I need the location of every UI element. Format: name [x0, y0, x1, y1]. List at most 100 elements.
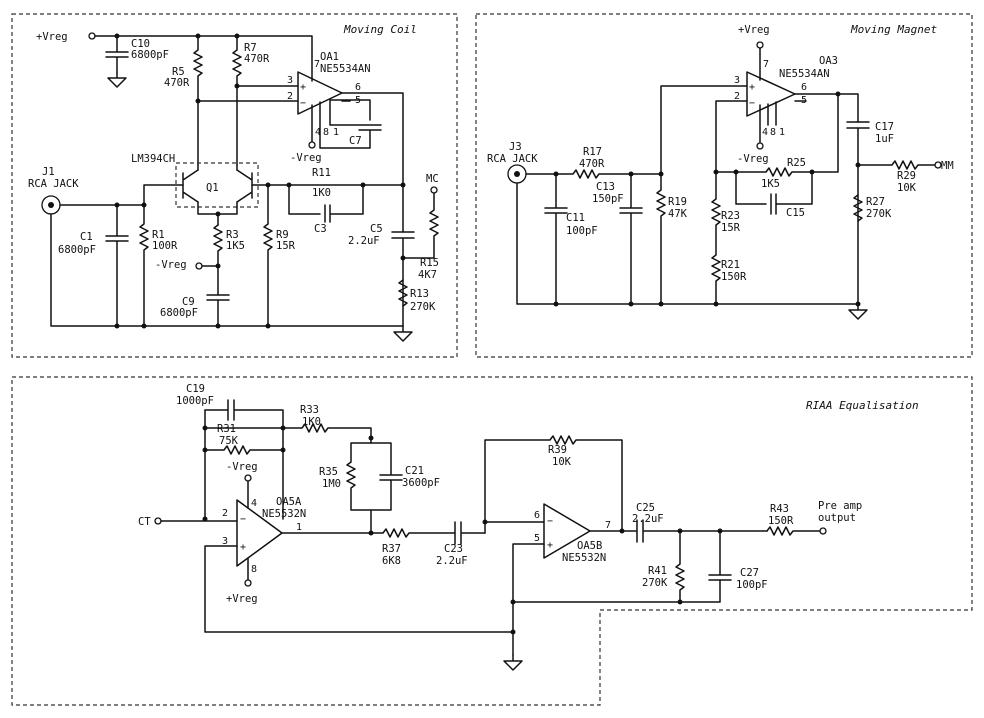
oa5a-type: NE5532N: [262, 508, 306, 520]
j1-type: RCA JACK: [28, 178, 79, 190]
r31-value: 75K: [219, 435, 239, 447]
oa5b-pin7: 7: [605, 520, 611, 531]
c25-label: C25: [636, 502, 655, 514]
oa3-type: NE5534AN: [779, 68, 830, 80]
c19-label: C19: [186, 383, 205, 395]
svg-text:−: −: [300, 98, 306, 109]
r27-label: R27: [866, 196, 885, 208]
r3-value: 1K5: [226, 240, 245, 252]
oa5b-pin5: 5: [534, 533, 540, 544]
r25-label: R25: [787, 157, 806, 169]
oa1-pin7: 7: [314, 59, 320, 70]
r1-value: 100R: [152, 240, 178, 252]
r29-label: R29: [897, 170, 916, 182]
oa3-label: OA3: [819, 55, 838, 67]
vreg-pos-label-mc: +Vreg: [36, 31, 68, 43]
oa1-type: NE5534AN: [320, 63, 371, 75]
riaa-title: RIAA Equalisation: [806, 399, 919, 412]
oa3-pin4: 4: [762, 127, 768, 138]
c25-value: 2.2uF: [632, 513, 664, 525]
oa5b-type: NE5532N: [562, 552, 606, 564]
r39-label: R39: [548, 444, 567, 456]
c23-label: C23: [444, 543, 463, 555]
oa1-pin1: 1: [333, 127, 339, 138]
moving-magnet-frame: [475, 13, 973, 358]
preamp-label-1: Pre amp: [818, 500, 862, 512]
r13-label: R13: [410, 288, 429, 300]
c21-label: C21: [405, 465, 424, 477]
riaa-frame: [11, 376, 973, 706]
r43-value: 150R: [768, 515, 794, 527]
r37-value: 6K8: [382, 555, 401, 567]
oa5b-label: OA5B: [577, 540, 602, 552]
c1-value: 6800pF: [58, 244, 96, 256]
oa3-pin6: 6: [801, 82, 807, 93]
c27-value: 100pF: [736, 579, 768, 591]
moving-magnet-title: Moving Magnet: [850, 23, 937, 36]
c19-value: 1000pF: [176, 395, 214, 407]
r19-label: R19: [668, 196, 687, 208]
svg-text:+: +: [300, 82, 306, 93]
r3-label: R3: [226, 229, 239, 241]
r15-value: 4K7: [418, 269, 437, 281]
ct-label: CT: [138, 516, 151, 528]
oa1-pin2: 2: [287, 91, 293, 102]
svg-text:+: +: [547, 540, 553, 551]
r41-label: R41: [648, 565, 667, 577]
r9-label: R9: [276, 229, 289, 241]
r17-value: 470R: [579, 158, 605, 170]
c9-value: 6800pF: [160, 307, 198, 319]
oa3-pin8: 8: [770, 127, 776, 138]
r9-value: 15R: [276, 240, 296, 252]
moving-coil-frame: [11, 13, 458, 358]
vreg-pos-oa5a: +Vreg: [226, 593, 258, 605]
oa1-label: OA1: [320, 51, 339, 63]
j3-label: J3: [509, 141, 522, 153]
r15-label: R15: [420, 257, 439, 269]
c13-label: C13: [596, 181, 615, 193]
oa5b-pin6: 6: [534, 510, 540, 521]
oa1-pin6: 6: [355, 82, 361, 93]
c10-value: 6800pF: [131, 49, 169, 61]
r23-value: 15R: [721, 222, 741, 234]
c15-label: C15: [786, 207, 805, 219]
c11-value: 100pF: [566, 225, 598, 237]
vreg-neg-oa3: -Vreg: [737, 153, 769, 165]
r17-label: R17: [583, 146, 602, 158]
r31-label: R31: [217, 423, 236, 435]
r37-label: R37: [382, 543, 401, 555]
c3-label: C3: [314, 223, 327, 235]
oa5a-pin8: 8: [251, 564, 257, 575]
vreg-neg-r3: -Vreg: [155, 259, 187, 271]
oa3-pin2: 2: [734, 91, 740, 102]
r25-value: 1K5: [761, 178, 780, 190]
c13-value: 150pF: [592, 193, 624, 205]
r35-label: R35: [319, 466, 338, 478]
r13-value: 270K: [410, 301, 436, 313]
oa3-pin1: 1: [779, 127, 785, 138]
oa5a-pin3: 3: [222, 536, 228, 547]
svg-text:−: −: [240, 514, 246, 525]
j1-label: J1: [42, 166, 55, 178]
oa5a-pin4: 4: [251, 498, 257, 509]
oa1-pin4: 4: [315, 127, 321, 138]
oa1-pin8: 8: [323, 127, 329, 138]
r7-label: R7: [244, 42, 257, 54]
r7-value: 470R: [244, 53, 270, 65]
r5-label: R5: [172, 66, 185, 78]
r41-value: 270K: [642, 577, 668, 589]
vreg-pos-label-mm: +Vreg: [738, 24, 770, 36]
vreg-neg-oa1: -Vreg: [290, 152, 322, 164]
r1-label: R1: [152, 229, 165, 241]
moving-magnet-circuit: +Vreg OA3 NE5534AN +− 3 2 7 6 5 4 8 1 -V…: [487, 24, 954, 320]
r35-value: 1M0: [322, 478, 341, 490]
c1-label: C1: [80, 231, 93, 243]
oa5a-label: OA5A: [276, 496, 302, 508]
moving-coil-circuit: +Vreg C10 6800pF R5 470R R7 470R +− 3 2 …: [28, 31, 439, 342]
r33-label: R33: [300, 404, 319, 416]
r29-value: 10K: [897, 182, 917, 194]
c17-label: C17: [875, 121, 894, 133]
c9-label: C9: [182, 296, 195, 308]
riaa-circuit: C19 1000pF R31 75K R33 1K0 R35 1M0 C21 3…: [138, 383, 862, 671]
